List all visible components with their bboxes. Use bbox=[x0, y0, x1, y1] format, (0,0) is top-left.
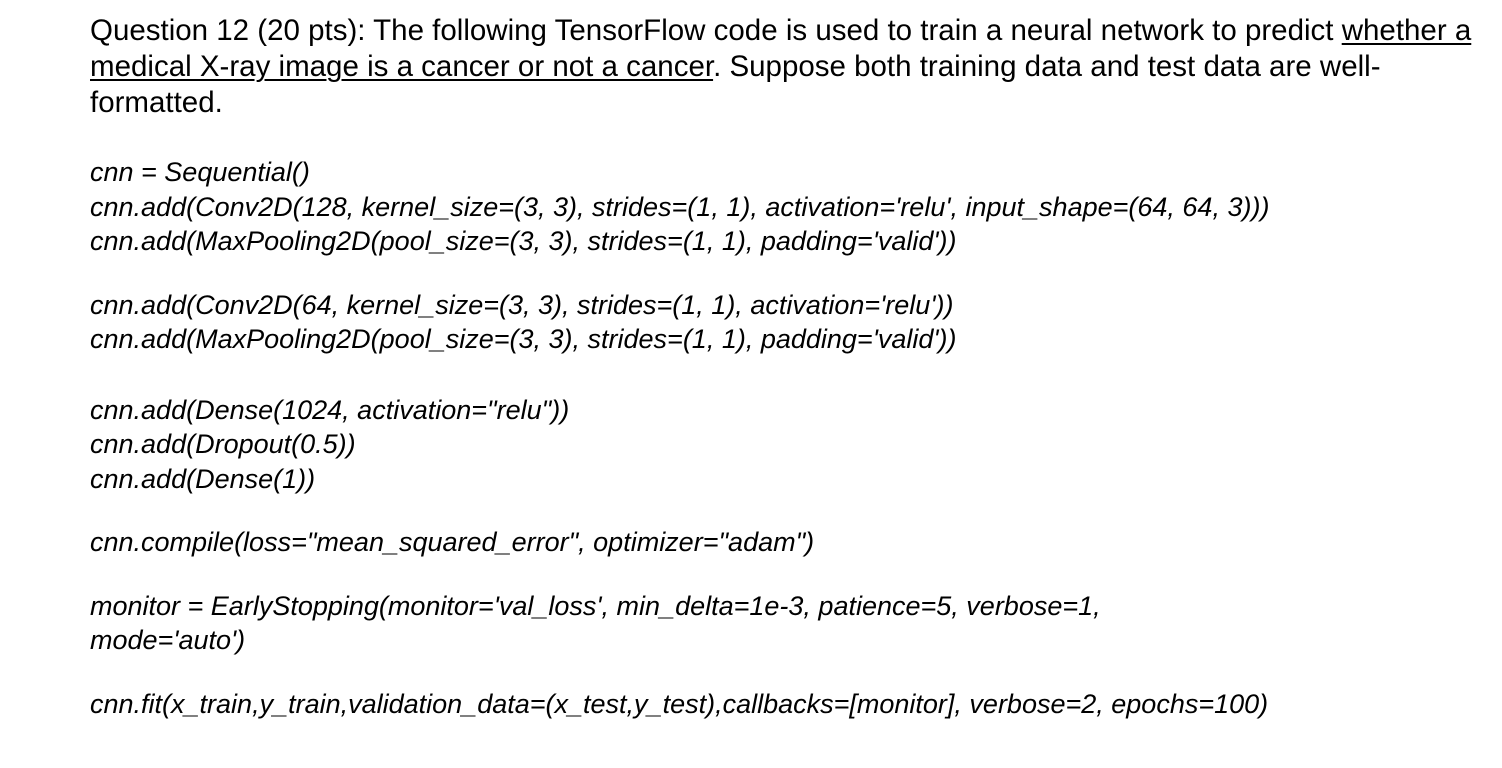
question-underlined-text: whether a medical X-ray image is a cance… bbox=[90, 14, 1472, 83]
code-line: cnn.add(Dropout(0.5)) bbox=[90, 429, 356, 459]
code-line: cnn.add(MaxPooling2D(pool_size=(3, 3), s… bbox=[90, 226, 957, 256]
code-block-early-stopping: monitor = EarlyStopping(monitor='val_los… bbox=[90, 589, 1480, 658]
code-line: cnn.fit(x_train,y_train,validation_data=… bbox=[90, 688, 1269, 719]
code-block-second-conv: cnn.add(Conv2D(64, kernel_size=(3, 3), s… bbox=[90, 288, 1480, 357]
code-line: cnn.add(MaxPooling2D(pool_size=(3, 3), s… bbox=[90, 324, 957, 354]
code-block-fit: cnn.fit(x_train,y_train,validation_data=… bbox=[90, 687, 1480, 722]
code-line: cnn.add(Dense(1024, activation="relu")) bbox=[90, 394, 570, 425]
code-block-compile: cnn.compile(loss="mean_squared_error", o… bbox=[90, 525, 1480, 560]
code-line: cnn.add(Conv2D(64, kernel_size=(3, 3), s… bbox=[90, 289, 954, 320]
code-block-dense: cnn.add(Dense(1024, activation="relu")) … bbox=[90, 393, 1480, 497]
code-line: cnn.add(Dense(1)) bbox=[90, 463, 316, 494]
question-prefix: Question 12 (20 pts): The following Tens… bbox=[90, 14, 1342, 47]
code-line: cnn.compile(loss="mean_squared_error", o… bbox=[90, 527, 815, 557]
question-suffix: . Suppose both training data and test da… bbox=[90, 50, 1381, 119]
code-line: cnn.add(Conv2D(128, kernel_size=(3, 3), … bbox=[90, 191, 1270, 222]
code-line: cnn = Sequential() bbox=[90, 157, 310, 187]
code-block-model-init: cnn = Sequential() cnn.add(Conv2D(128, k… bbox=[90, 155, 1480, 259]
code-line: mode='auto') bbox=[90, 625, 246, 655]
document-page: Question 12 (20 pts): The following Tens… bbox=[90, 13, 1480, 721]
question-text: Question 12 (20 pts): The following Tens… bbox=[90, 13, 1480, 121]
code-line: monitor = EarlyStopping(monitor='val_los… bbox=[90, 590, 1101, 621]
